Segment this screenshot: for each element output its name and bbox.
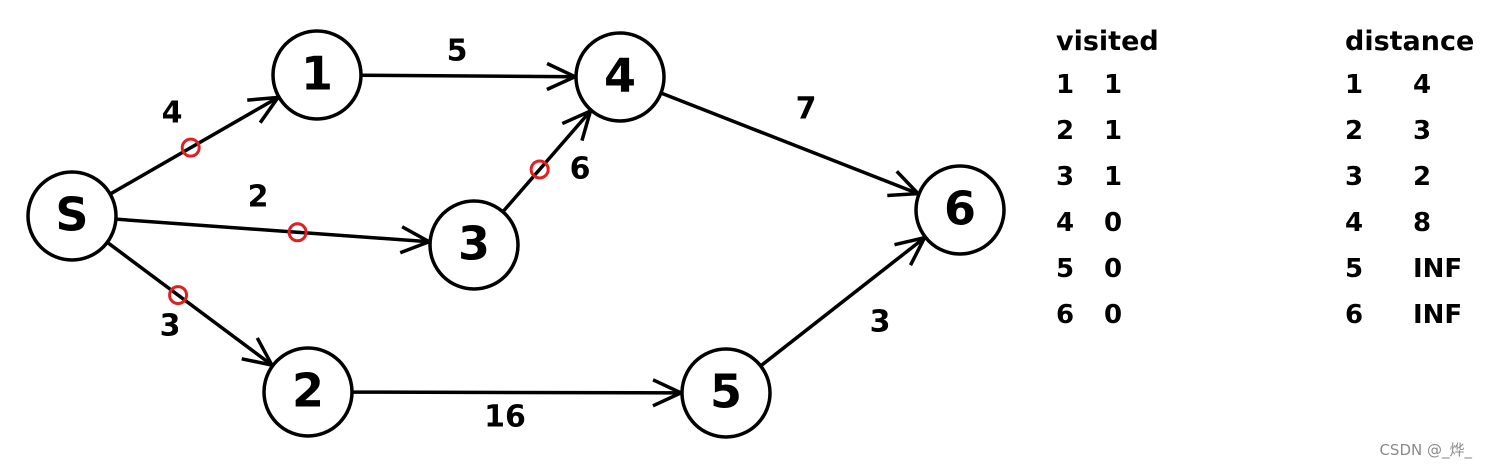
distance-node: 4 bbox=[1345, 208, 1364, 238]
distance-value: INF bbox=[1413, 300, 1463, 330]
distance-node: 1 bbox=[1345, 70, 1364, 100]
distance-node: 5 bbox=[1345, 254, 1364, 284]
node-label: S bbox=[55, 188, 88, 242]
edge-line bbox=[759, 236, 926, 368]
node-label: 1 bbox=[301, 47, 333, 101]
edge-weight: 4 bbox=[162, 96, 183, 131]
visited-value: 1 bbox=[1104, 116, 1123, 146]
watermark: CSDN @_烨_ bbox=[1379, 441, 1472, 459]
node-circle bbox=[914, 164, 1006, 256]
visited-node: 1 bbox=[1056, 70, 1075, 100]
edge-weight: 6 bbox=[570, 152, 591, 187]
node-4: 4 bbox=[574, 31, 666, 123]
edge-line bbox=[351, 390, 682, 395]
visited-value: 0 bbox=[1104, 208, 1123, 238]
node-label: 3 bbox=[458, 217, 490, 271]
visited-title: visited bbox=[1056, 26, 1159, 57]
edge-weight: 2 bbox=[248, 180, 269, 215]
node-label: 2 bbox=[292, 364, 324, 418]
node-circle bbox=[680, 347, 772, 439]
edge-S-to-3: 2 bbox=[115, 180, 434, 255]
edge-line bbox=[106, 240, 273, 367]
node-circle bbox=[574, 31, 666, 123]
relaxed-edge-marker bbox=[168, 285, 189, 306]
visited-value: 0 bbox=[1104, 300, 1123, 330]
edge-S-to-1: 4 bbox=[109, 95, 282, 196]
node-label: 4 bbox=[604, 49, 636, 103]
edge-2-to-5: 16 bbox=[351, 378, 686, 435]
visited-node: 3 bbox=[1056, 162, 1075, 192]
visited-value: 1 bbox=[1104, 162, 1123, 192]
distance-node: 6 bbox=[1345, 300, 1364, 330]
visited-value: 1 bbox=[1104, 70, 1123, 100]
edge-weight: 16 bbox=[484, 400, 526, 435]
visited-node: 5 bbox=[1056, 254, 1075, 284]
distance-node: 3 bbox=[1345, 162, 1364, 192]
node-label: 5 bbox=[710, 365, 742, 419]
node-6: 6 bbox=[914, 164, 1006, 256]
node-5: 5 bbox=[680, 347, 772, 439]
edge-3-to-4: 6 bbox=[501, 107, 594, 213]
distance-row: 6 INF bbox=[1345, 292, 1485, 338]
visited-node: 2 bbox=[1056, 116, 1075, 146]
distance-value: 4 bbox=[1413, 70, 1432, 100]
edge-line bbox=[660, 91, 919, 196]
distance-row: 5 INF bbox=[1345, 246, 1485, 292]
visited-node: 4 bbox=[1056, 208, 1075, 238]
edge-line bbox=[109, 95, 279, 196]
node-2: 2 bbox=[262, 346, 354, 438]
edge-4-to-6: 7 bbox=[660, 91, 922, 198]
edge-S-to-2: 3 bbox=[106, 240, 276, 368]
distance-value: 2 bbox=[1413, 162, 1432, 192]
distance-value: 8 bbox=[1413, 208, 1432, 238]
node-1: 1 bbox=[271, 29, 363, 121]
edge-line bbox=[115, 217, 430, 244]
edge-line bbox=[501, 109, 592, 213]
edge-weight: 5 bbox=[447, 34, 468, 69]
relaxed-edge-marker bbox=[180, 137, 201, 158]
edge-5-to-6: 3 bbox=[759, 235, 928, 368]
distance-value: INF bbox=[1413, 254, 1463, 284]
distance-node: 2 bbox=[1345, 116, 1364, 146]
node-label: 6 bbox=[944, 182, 976, 236]
node-3: 3 bbox=[428, 199, 520, 291]
visited-value: 0 bbox=[1104, 254, 1123, 284]
node-circle bbox=[271, 29, 363, 121]
node-S: S bbox=[26, 170, 118, 262]
node-circle bbox=[26, 170, 118, 262]
node-circle bbox=[428, 199, 520, 291]
edge-weight: 7 bbox=[796, 92, 817, 127]
edge-weight: 3 bbox=[160, 309, 181, 344]
arrowhead bbox=[247, 95, 282, 124]
visited-node: 6 bbox=[1056, 300, 1075, 330]
edge-line bbox=[360, 73, 576, 79]
node-circle bbox=[262, 346, 354, 438]
relaxed-edge-marker bbox=[529, 159, 550, 180]
edge-weight: 3 bbox=[870, 305, 891, 340]
distance-title: distance bbox=[1345, 26, 1475, 57]
graph-diagram: 4 2 3 5 6 7 16 3 S 1 4 3 6 2 5 bbox=[26, 29, 1006, 439]
relaxed-edge-marker bbox=[287, 222, 308, 243]
edge-1-to-4: 5 bbox=[360, 34, 580, 92]
distance-value: 3 bbox=[1413, 116, 1432, 146]
